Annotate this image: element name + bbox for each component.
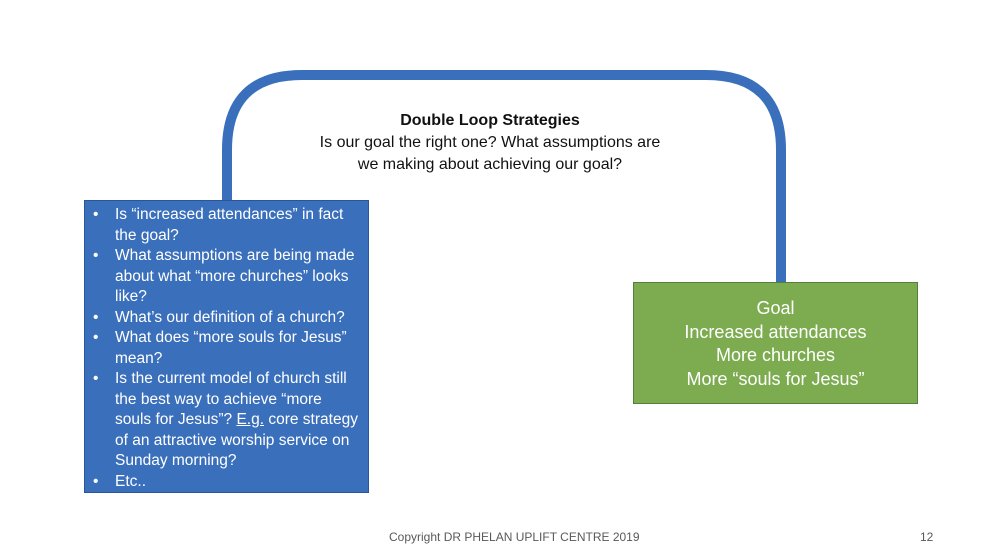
question-text: core strategy of an attractive worship s… xyxy=(115,411,358,469)
eg-abbreviation: E.g. xyxy=(236,411,265,428)
goal-line: More “souls for Jesus” xyxy=(686,368,865,389)
goal-line: More churches xyxy=(715,345,836,365)
questions-list: Is “increased attendances” in fact the g… xyxy=(89,205,358,492)
question-item: What does “more souls for Jesus” mean? xyxy=(89,328,358,369)
question-item: Is the current model of church still the… xyxy=(89,369,358,472)
question-item: Is “increased attendances” in fact the g… xyxy=(89,205,358,246)
question-item: What assumptions are being made about wh… xyxy=(89,246,358,308)
page-number: 12 xyxy=(920,530,934,544)
goal-box: Goal Increased attendances More churches… xyxy=(633,282,918,404)
slide-subtitle-line-1: Is our goal the right one? What assumpti… xyxy=(319,134,661,151)
goal-heading: Goal xyxy=(756,298,795,318)
title-block: Double Loop Strategies Is our goal the r… xyxy=(300,110,680,176)
slide-title: Double Loop Strategies xyxy=(400,112,580,129)
questions-box: Is “increased attendances” in fact the g… xyxy=(84,200,369,493)
goal-line: Increased attendances xyxy=(684,321,867,342)
question-text: Is the current model of church still the… xyxy=(115,370,347,428)
question-item: What’s our definition of a church? xyxy=(89,308,358,329)
copyright-text: Copyright DR PHELAN UPLIFT CENTRE 2019 xyxy=(389,530,640,544)
question-item: Etc.. xyxy=(89,472,358,493)
slide-subtitle-line-2: we making about achieving our goal? xyxy=(357,156,623,173)
